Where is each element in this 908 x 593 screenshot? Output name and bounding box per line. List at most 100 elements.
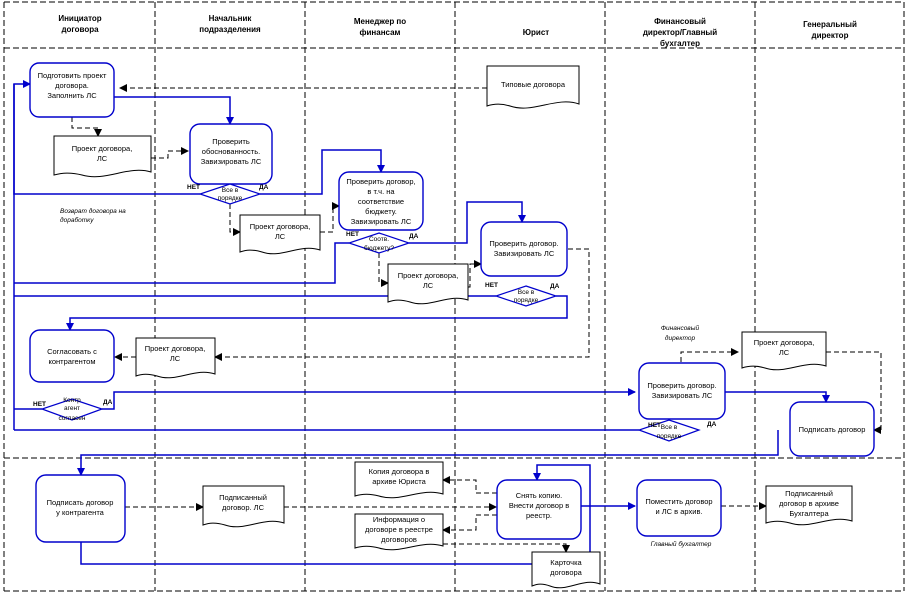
label-no-d2: НЕТ: [346, 231, 359, 238]
document-draft5: [741, 331, 827, 371]
flow-cp-to-card: [80, 542, 532, 565]
label-no-d1: НЕТ: [187, 184, 200, 191]
flow-d2-no: [14, 242, 349, 284]
document-typical-label: Типовые договора: [501, 80, 566, 89]
doc-draft1-to-check: [151, 147, 189, 159]
note-chief-accountant: Главный бухгалтер: [651, 540, 712, 548]
decision-d3: [494, 285, 558, 307]
process-boxes: [29, 62, 875, 543]
process-check-lawyer: [480, 221, 568, 277]
doc-draft2-to-check: [320, 202, 340, 233]
lane-title-lawyer: Юрист: [523, 28, 550, 37]
decision-d1: [198, 183, 262, 205]
document-flow-lines: [71, 84, 882, 553]
doc-lawyer-to-draft4: [214, 248, 590, 361]
document-draft2-label: Проект договора,ЛС: [250, 222, 311, 241]
document-copy-archive: [354, 461, 444, 499]
document-registry: [354, 513, 444, 551]
control-flow-lines: [13, 80, 830, 565]
process-archive: [636, 479, 722, 537]
doc-prepare-to-draft1: [71, 117, 102, 137]
document-typical: [486, 65, 580, 109]
process-agree-counterparty: [29, 329, 115, 383]
doc-draft5-to-gd: [826, 351, 882, 434]
document-draft1-label: Проект договора,ЛС: [72, 144, 133, 163]
label-yes-d3: ДА: [550, 283, 560, 290]
document-shapes: [53, 65, 853, 589]
label-yes-d4: ДА: [103, 399, 113, 406]
label-no-d3: НЕТ: [485, 282, 498, 289]
flow-prepare-to-check: [114, 96, 234, 125]
flow-d3-yes: [66, 295, 568, 331]
document-draft1: [53, 135, 152, 178]
doc-d1-to-draft2: [229, 204, 241, 236]
process-check-lawyer-label: Проверить договор.Завизировать ЛС: [489, 239, 558, 258]
branch-labels: НЕТ ДА НЕТ ДА НЕТ ДА НЕТ ДА НЕТ ДА: [33, 184, 717, 429]
document-draft2: [239, 214, 321, 255]
decision-d4: [40, 398, 104, 421]
process-sign-gd: [789, 401, 875, 457]
flow-d2-yes: [409, 201, 526, 244]
process-prepare-contract: [29, 62, 115, 118]
document-draft4: [135, 337, 216, 379]
doc-d2-to-draft3: [378, 253, 389, 287]
flow-d1-yes: [260, 149, 385, 195]
document-signed: [202, 485, 285, 528]
process-sign-gd-label: Подписать договор: [799, 425, 866, 434]
label-yes-d5: ДА: [707, 421, 717, 428]
label-no-d5: НЕТ: [648, 422, 661, 429]
doc-copy-to-registry: [442, 514, 497, 534]
decision-d5: [637, 419, 701, 442]
process-check-cfo-label: Проверить договор.Завизировать ЛС: [647, 381, 716, 400]
decision-d2-label: Соотв.бюджету?: [364, 236, 394, 252]
decision-d2: [347, 232, 411, 254]
label-no-d4: НЕТ: [33, 401, 46, 408]
flow-d4-yes: [102, 388, 636, 410]
document-draft4-label: Проект договора,ЛС: [145, 344, 206, 363]
doc-registry-to-card: [443, 543, 570, 553]
doc-copy-to-archive-copy: [442, 476, 497, 494]
document-draft3: [387, 263, 469, 305]
flow-cfo-to-gd: [725, 391, 830, 403]
document-draft3-label: Проект договора,ЛС: [398, 271, 459, 290]
document-texts: Типовые договора Проект договора,ЛС Прое…: [72, 80, 839, 577]
process-sign-counterparty: [35, 474, 126, 543]
document-draft5-label: Проект договора,ЛС: [754, 338, 815, 357]
label-yes-d1: ДА: [259, 184, 269, 191]
flow-gd-to-cp: [77, 430, 779, 476]
doc-cfo-to-draft5: [680, 348, 739, 362]
document-signed-acc: [765, 485, 853, 526]
document-card: [531, 551, 601, 589]
doc-draft3-to-lawyer: [468, 260, 482, 288]
process-check-cfo: [638, 362, 726, 420]
decision-shapes: [40, 183, 701, 442]
label-yes-d2: ДА: [409, 233, 419, 240]
